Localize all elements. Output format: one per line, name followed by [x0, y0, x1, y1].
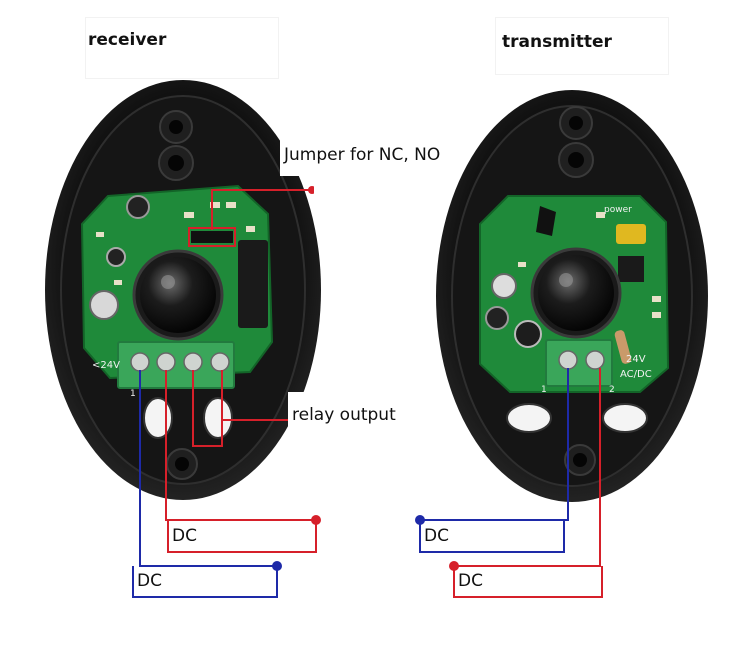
receiver-voltage-mark: <24V	[92, 360, 120, 371]
relay-callout-line	[192, 370, 288, 447]
transmitter-dc-top-label: DC	[424, 526, 449, 546]
receiver-terminal-1-mark: 1	[130, 389, 136, 399]
transmitter-terminal-2-mark: 2	[609, 385, 615, 395]
transmitter-lens	[538, 255, 614, 331]
transmitter-power-mark: power	[604, 205, 632, 215]
receiver-lens	[140, 257, 216, 333]
receiver-terminal-block	[117, 341, 235, 389]
transmitter-bottom-hole-left	[506, 403, 552, 433]
transmitter-ic	[618, 256, 644, 282]
transmitter-dc-bottom-line	[453, 368, 603, 598]
receiver-title-box	[86, 18, 278, 78]
transmitter-dc-top-line	[419, 368, 569, 553]
receiver-smd-1	[184, 212, 194, 218]
transmitter-voltage-mark: 24V	[626, 354, 646, 365]
transmitter-unit: power 24V AC/DC 1 2	[436, 90, 708, 502]
transmitter-terminal-screws	[558, 350, 605, 370]
receiver-capacitor-left	[106, 247, 126, 267]
receiver-dc-top-dot	[311, 515, 321, 525]
transmitter-capacitor-c2	[491, 273, 517, 299]
transmitter-capacitor-bottom	[514, 320, 542, 348]
transmitter-transistor	[536, 206, 556, 236]
receiver-dc-bottom-label: DC	[137, 571, 162, 591]
transmitter-terminal-1-mark: 1	[541, 385, 547, 395]
jumper-label-box-lower	[314, 176, 420, 224]
receiver-unit: <24V 1	[45, 80, 321, 500]
receiver-title: receiver	[88, 30, 167, 50]
transmitter-dc-bottom-dot	[449, 561, 459, 571]
transmitter-yellow-cap	[616, 224, 646, 244]
receiver-bottom-hole-left	[143, 397, 173, 439]
transmitter-title-box	[496, 18, 668, 74]
transmitter-title: transmitter	[502, 32, 612, 52]
transmitter-capacitor-left	[485, 306, 509, 330]
jumper-label-box	[280, 132, 458, 176]
transmitter-bottom-hole-right	[602, 403, 648, 433]
receiver-capacitor-big	[89, 290, 119, 320]
relay-label: relay output	[292, 405, 396, 425]
jumper-callout-line	[211, 189, 312, 230]
receiver-dc-top-line	[165, 370, 317, 553]
jumper-label: Jumper for NC, NO	[284, 145, 441, 165]
receiver-relay	[238, 240, 268, 328]
transmitter-dc-top-dot	[415, 515, 425, 525]
receiver-capacitor-top	[126, 195, 150, 219]
receiver-dc-bottom-dot	[272, 561, 282, 571]
transmitter-resistor	[614, 330, 632, 364]
receiver-dc-bottom-line	[132, 370, 278, 598]
transmitter-acdc-mark: AC/DC	[620, 369, 652, 380]
receiver-dc-top-label: DC	[172, 526, 197, 546]
receiver-jumper-header	[191, 231, 233, 243]
receiver-bottom-hole-right	[203, 397, 233, 439]
relay-label-box	[288, 392, 410, 472]
transmitter-dc-bottom-label: DC	[458, 571, 483, 591]
